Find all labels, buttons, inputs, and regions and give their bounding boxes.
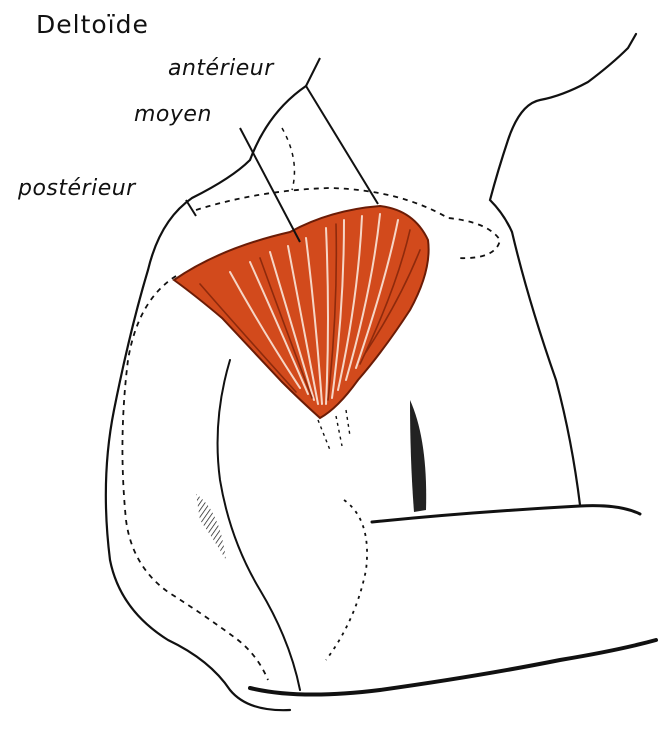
leader-line-posterior [186, 200, 196, 216]
figure-title: Deltoïde [36, 10, 149, 39]
biceps-shading [410, 400, 426, 512]
leader-line-middle [240, 128, 300, 242]
label-anterior: antérieur [168, 56, 274, 81]
acromion-dashed-outline [282, 128, 294, 190]
leader-line-anterior [306, 58, 320, 86]
label-middle: moyen [134, 102, 212, 127]
forearm-lower-contour [250, 640, 656, 695]
label-posterior: postérieur [18, 176, 136, 201]
leader-line-anterior-lower [306, 86, 378, 204]
arm-inner-contour [218, 360, 300, 690]
elbow-contour [326, 500, 367, 660]
axilla-shading [196, 494, 226, 560]
neck-contour [490, 34, 636, 505]
forearm-upper-contour [372, 506, 640, 522]
